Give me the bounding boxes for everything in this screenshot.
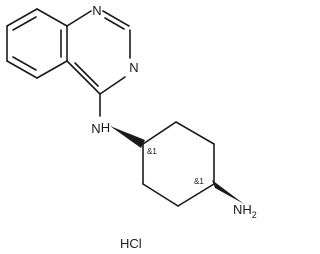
amine-hydrogen: H bbox=[101, 120, 110, 135]
bond bbox=[142, 183, 179, 207]
terminal-amine-subscript: 2 bbox=[252, 210, 257, 220]
bond bbox=[142, 121, 177, 145]
stereo-label-upper: &1 bbox=[147, 147, 157, 156]
double-bond-inner bbox=[74, 62, 99, 87]
bond bbox=[175, 121, 215, 145]
amine-nitrogen: N bbox=[91, 121, 100, 136]
salt-label: HCl bbox=[120, 236, 142, 251]
cyclohexane-ring bbox=[142, 121, 215, 207]
terminal-amine: NH bbox=[233, 202, 252, 217]
double-bond-inner bbox=[12, 56, 37, 71]
wedge-bond bbox=[212, 180, 244, 204]
double-bond-inner bbox=[12, 16, 37, 31]
chemical-structure: N N N H &1 &1 NH 2 HCl bbox=[6, 3, 257, 251]
double-bond-inner bbox=[104, 17, 125, 30]
wedge-bond bbox=[110, 126, 145, 148]
bond bbox=[99, 76, 126, 95]
bond bbox=[6, 60, 38, 79]
pyrimidine-ring bbox=[66, 10, 131, 95]
bond bbox=[177, 183, 215, 207]
bond bbox=[36, 8, 68, 27]
bond bbox=[102, 10, 130, 27]
bond bbox=[36, 60, 68, 79]
bond bbox=[66, 10, 92, 27]
bond bbox=[66, 60, 101, 95]
ring-nitrogen-top: N bbox=[92, 3, 101, 18]
bond bbox=[6, 8, 38, 27]
stereo-label-lower: &1 bbox=[194, 177, 204, 186]
benzene-ring bbox=[6, 8, 68, 79]
ring-nitrogen-right: N bbox=[129, 60, 138, 75]
